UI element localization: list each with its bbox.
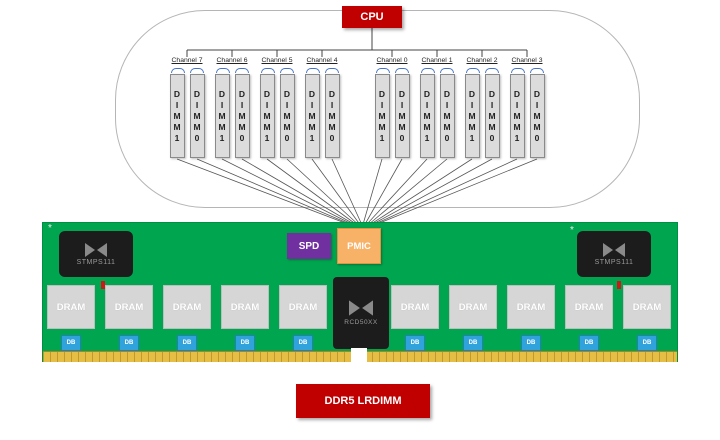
dimm-slot: DIMM1 — [304, 74, 320, 158]
dimm-slot: DIMM1 — [464, 74, 480, 158]
spd-chip: SPD — [287, 233, 331, 259]
data-buffer-chip: DB — [119, 335, 139, 351]
power-switch-label: STMPS111 — [594, 258, 634, 266]
channel-label: Channel 3 — [511, 57, 543, 64]
dram-chip: DRAM — [279, 285, 327, 329]
data-buffer-chip: DB — [579, 335, 599, 351]
channel-group-0: Channel 0 DIMM1 DIMM0 — [370, 57, 414, 158]
brace-icon — [189, 68, 204, 73]
channel-label: Channel 5 — [261, 57, 293, 64]
dimm-slot: DIMM0 — [234, 74, 250, 158]
dimm-slot: DIMM0 — [189, 74, 205, 158]
dram-chip: DRAM — [507, 285, 555, 329]
channel-label: Channel 4 — [306, 57, 338, 64]
data-buffer-chip: DB — [637, 335, 657, 351]
dimm-slot: DIMM1 — [214, 74, 230, 158]
component-mark — [617, 281, 621, 289]
rcd-chip: RCD50XX — [333, 277, 389, 349]
brace-icon — [439, 68, 454, 73]
channel-group-2: Channel 2 DIMM1 DIMM0 — [460, 57, 504, 158]
data-buffer-chip: DB — [61, 335, 81, 351]
dram-chip: DRAM — [221, 285, 269, 329]
brace-icon — [394, 68, 409, 73]
dram-chip: DRAM — [47, 285, 95, 329]
dimm-slot: DIMM1 — [169, 74, 185, 158]
dram-chip: DRAM — [105, 285, 153, 329]
brace-icon — [215, 68, 230, 73]
brace-icon — [234, 68, 249, 73]
data-buffer-chip: DB — [521, 335, 541, 351]
cpu-box: CPU — [342, 6, 402, 28]
channel-group-5: Channel 5 DIMM1 DIMM0 — [255, 57, 299, 158]
brace-icon — [510, 68, 525, 73]
fiducial-mark: * — [570, 225, 574, 236]
dram-chip: DRAM — [449, 285, 497, 329]
fiducial-mark: * — [48, 223, 52, 234]
caption-box: DDR5 LRDIMM — [296, 384, 430, 418]
dimm-slot: DIMM0 — [279, 74, 295, 158]
channel-group-1: Channel 1 DIMM1 DIMM0 — [415, 57, 459, 158]
data-buffer-chip: DB — [177, 335, 197, 351]
channel-group-7: Channel 7 DIMM1 DIMM0 — [165, 57, 209, 158]
data-buffer-chip: DB — [293, 335, 313, 351]
power-switch-chip: STMPS111 — [577, 231, 651, 277]
chip-logo-icon — [603, 242, 625, 257]
channel-group-4: Channel 4 DIMM1 DIMM0 — [300, 57, 344, 158]
dimm-slot: DIMM1 — [509, 74, 525, 158]
data-buffer-chip: DB — [235, 335, 255, 351]
brace-icon — [279, 68, 294, 73]
channel-label: Channel 0 — [376, 57, 408, 64]
brace-icon — [484, 68, 499, 73]
brace-icon — [324, 68, 339, 73]
brace-icon — [375, 68, 390, 73]
brace-icon — [170, 68, 185, 73]
dimm-slot: DIMM1 — [259, 74, 275, 158]
channel-group-6: Channel 6 DIMM1 DIMM0 — [210, 57, 254, 158]
data-buffer-chip: DB — [405, 335, 425, 351]
dimm-slot: DIMM0 — [394, 74, 410, 158]
dimm-slot: DIMM0 — [529, 74, 545, 158]
brace-icon — [465, 68, 480, 73]
chip-logo-icon — [349, 300, 373, 316]
pmic-chip: PMIC — [337, 228, 381, 264]
component-mark — [101, 281, 105, 289]
brace-icon — [420, 68, 435, 73]
brace-icon — [305, 68, 320, 73]
channel-label: Channel 7 — [171, 57, 203, 64]
dimm-slot: DIMM0 — [324, 74, 340, 158]
chip-logo-icon — [85, 242, 107, 257]
dram-chip: DRAM — [623, 285, 671, 329]
brace-icon — [529, 68, 544, 73]
channel-label: Channel 6 — [216, 57, 248, 64]
dimm-slot: DIMM1 — [374, 74, 390, 158]
power-switch-chip: STMPS111 — [59, 231, 133, 277]
dimm-slot: DIMM0 — [484, 74, 500, 158]
power-switch-label: STMPS111 — [76, 258, 116, 266]
channel-label: Channel 1 — [421, 57, 453, 64]
dimm-slot: DIMM1 — [419, 74, 435, 158]
connector-notch — [351, 348, 367, 363]
brace-icon — [260, 68, 275, 73]
dimm-slot: DIMM0 — [439, 74, 455, 158]
memory-module-board: * * STMPS111 STMPS111 SPD PMIC RCD50XX D… — [42, 222, 678, 363]
dram-chip: DRAM — [391, 285, 439, 329]
dram-chip: DRAM — [565, 285, 613, 329]
rcd-label: RCD50XX — [344, 319, 378, 326]
dram-chip: DRAM — [163, 285, 211, 329]
channel-label: Channel 2 — [466, 57, 498, 64]
channel-group-3: Channel 3 DIMM1 DIMM0 — [505, 57, 549, 158]
data-buffer-chip: DB — [463, 335, 483, 351]
